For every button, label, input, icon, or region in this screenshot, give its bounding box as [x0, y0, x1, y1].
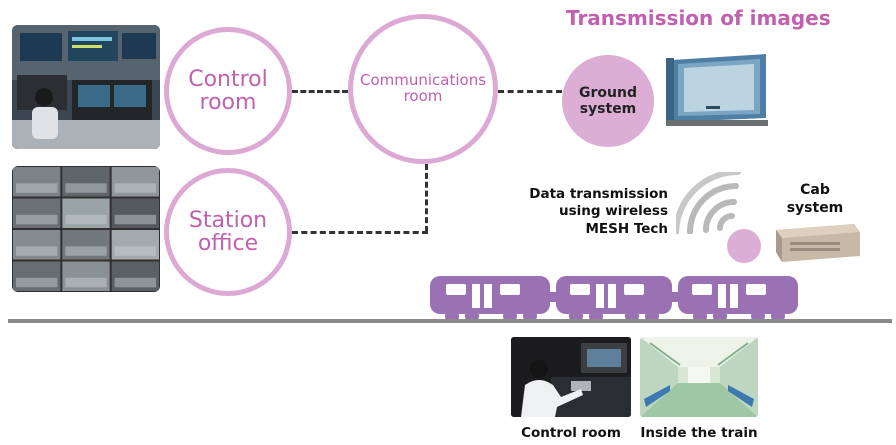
cctv-tile — [111, 198, 159, 228]
station-office-node: Station office — [164, 168, 292, 296]
control-room-node: Control room — [164, 27, 292, 155]
cctv-tile-floor — [16, 214, 58, 225]
cab-system-label: Cab system — [786, 182, 844, 216]
interior-photo-caption: Inside the train — [640, 425, 758, 441]
train-interior-photo — [640, 337, 758, 417]
rail-line — [8, 319, 892, 323]
connector-control-to-comms — [292, 90, 348, 93]
control-room-photo — [12, 25, 160, 149]
cab-control-photo — [511, 337, 631, 417]
cctv-tile-floor — [65, 214, 107, 225]
connector-comms-to-ground — [498, 90, 562, 93]
cab-photo-caption: Control room — [521, 425, 621, 441]
cctv-tile-floor — [16, 183, 58, 193]
connector-comms-down — [425, 164, 428, 232]
train-car-3 — [678, 276, 798, 323]
ground-system-node: Ground system — [562, 55, 654, 147]
train-car-1 — [430, 276, 550, 323]
control-room-label: Control room — [188, 66, 268, 115]
connector-to-station-office — [292, 231, 428, 234]
ground-system-label: Ground system — [579, 84, 637, 117]
cctv-tile-floor — [65, 183, 107, 193]
cctv-tile-floor — [114, 214, 156, 225]
cctv-tile — [62, 167, 110, 197]
cctv-tile — [13, 261, 61, 291]
cctv-tile — [13, 230, 61, 260]
cctv-tile-floor — [114, 277, 156, 288]
train-car-2 — [556, 276, 672, 323]
cctv-tile-floor — [65, 246, 107, 256]
cab-transmitter-dot — [727, 229, 761, 263]
cctv-tile — [13, 198, 61, 228]
cctv-tile — [13, 167, 61, 197]
communications-room-label: Communications room — [359, 71, 487, 105]
cctv-tile — [62, 230, 110, 260]
communications-room-node: Communications room — [348, 14, 498, 164]
cctv-tile — [111, 167, 159, 197]
cctv-tile-floor — [65, 277, 107, 288]
cctv-tile — [62, 198, 110, 228]
cctv-tile-floor — [16, 246, 58, 256]
cctv-tile — [111, 261, 159, 291]
station-office-label: Station office — [188, 207, 268, 256]
diagram-title: Transmission of images — [566, 6, 831, 30]
cctv-tile — [62, 261, 110, 291]
cctv-tile — [111, 230, 159, 260]
cctv-tile-floor — [114, 246, 156, 256]
cctv-tile-floor — [16, 277, 58, 288]
cctv-tile-floor — [114, 183, 156, 193]
wireless-label: Data transmission using wireless MESH Te… — [529, 186, 668, 237]
station-office-photo — [12, 166, 160, 292]
